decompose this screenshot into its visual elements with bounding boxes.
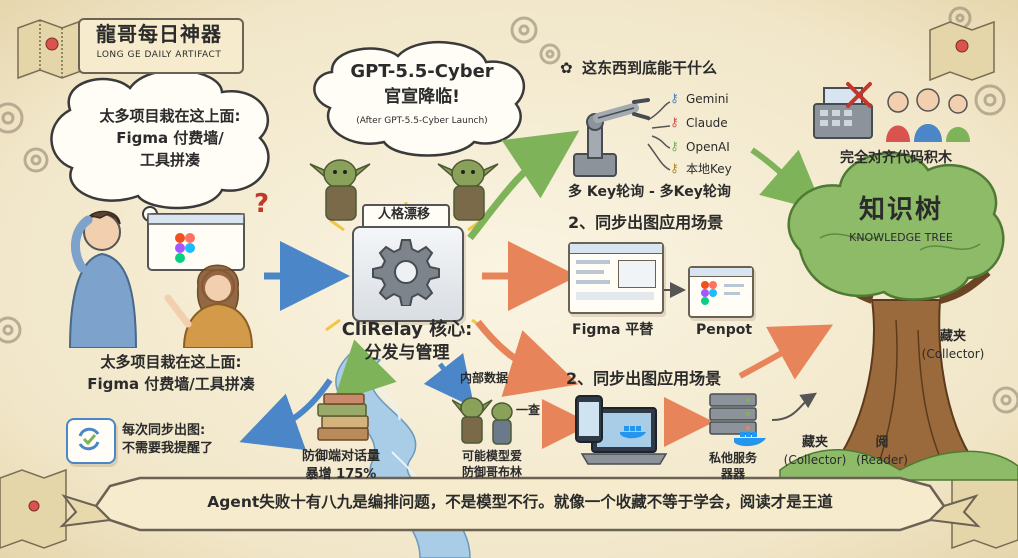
key-label-openai: OpenAI: [686, 140, 730, 154]
gear-icon: [372, 239, 440, 306]
sync-reminder-badge: [66, 418, 116, 464]
bubble-left-line-2: Figma 付费墙/: [116, 129, 224, 147]
bubble-center-title: GPT-5.5-Cyber: [350, 61, 494, 82]
collector-right-sublabel: (Collector): [921, 347, 985, 361]
sync-heading-top: 2、同步出图应用场景: [568, 213, 724, 232]
brand-title: 龍哥每日神器: [96, 22, 222, 46]
tree-title: 知识树: [858, 195, 943, 225]
check-label: 一查: [516, 403, 541, 417]
register-family-illustration: [813, 82, 970, 142]
penpot-label: Penpot: [696, 322, 753, 338]
collector-bottom-sublabel: (Collector): [783, 453, 847, 467]
server-rack-illustration: [709, 393, 766, 447]
key-label-claude: Claude: [686, 116, 728, 130]
docker-whale-icon: [620, 426, 646, 439]
bottom-banner-text: Agent失败十有八九是编排问题，不是模型不行。就像一个收藏不等于学会，阅读才是…: [207, 493, 833, 511]
core-subtitle: 分发与管理: [364, 343, 450, 363]
core-title: CliRelay 核心:: [341, 319, 473, 340]
collector-bottom-label: 藏夹: [801, 435, 828, 450]
reader-label: 阅: [875, 435, 889, 450]
books-stack-illustration: [317, 393, 369, 441]
people-caption-line-1: 太多项目栽在这上面:: [100, 353, 242, 371]
persona-drift-label: 人格漂移: [377, 207, 430, 222]
bubble-left-line-1: 太多项目栽在这上面:: [99, 107, 241, 125]
figma-alt-label: Figma 平替: [572, 322, 654, 338]
key-icon-gemini: ⚷: [670, 91, 679, 105]
sync-reminder-line-1: 每次同步出图:: [122, 423, 206, 438]
bubble-left-line-3: 工具拼凑: [139, 151, 200, 169]
penpot-window: [688, 266, 754, 318]
collector-right-label: 藏夹: [939, 329, 966, 344]
multi-key-caption: 多 Key轮询 - 多Key轮询: [568, 184, 731, 200]
sync-heading-bottom: 2、同步出图应用场景: [566, 369, 722, 388]
defense-caption-line-1: 防御端对话量: [301, 449, 380, 464]
question-flower-icon: ✿: [560, 59, 573, 77]
key-icon-openai: ⚷: [670, 139, 679, 153]
lego-caption: 完全对齐代码积木: [840, 150, 952, 166]
goblins-reading-illustration: [452, 397, 513, 445]
tree-subtitle: KNOWLEDGE TREE: [849, 231, 953, 244]
bubble-center-note: (After GPT-5.5-Cyber Launch): [356, 116, 488, 126]
confused-people-illustration: ?: [68, 189, 269, 348]
brand-plaque: [78, 18, 244, 74]
sync-check-icon: [78, 427, 100, 451]
private-server-line-1: 私他服务: [708, 451, 757, 465]
model-love-line-1: 可能模型爱: [461, 449, 522, 463]
svg-text:?: ?: [254, 189, 269, 219]
model-love-line-2: 防御哥布林: [461, 465, 522, 479]
internal-data-label: 内部数据: [460, 371, 509, 385]
figma-alt-window: [568, 242, 664, 314]
robot-arm-illustration: [573, 98, 650, 177]
key-label-gemini: Gemini: [686, 92, 729, 106]
defense-caption-line-2: 暴增 175%: [305, 467, 377, 482]
reader-sublabel: (Reader): [856, 453, 908, 467]
devices-illustration: [575, 395, 668, 465]
penpot-icon: [701, 281, 717, 305]
people-caption-line-2: Figma 付费墙/工具拼凑: [87, 375, 255, 393]
brand-subtitle: LONG GE DAILY ARTIFACT: [96, 50, 222, 60]
key-icon-claude: ⚷: [670, 115, 679, 129]
key-label-local: 本地Key: [686, 162, 732, 176]
key-icon-local: ⚷: [670, 161, 679, 175]
bubble-center-subtitle: 官宣降临!: [384, 87, 460, 107]
docker-whale-icon: [734, 432, 766, 447]
goblins-illustration: [309, 159, 499, 221]
private-server-line-2: 器器: [720, 467, 745, 481]
figma-icon: [175, 233, 195, 263]
question-title: 这东西到底能干什么: [582, 59, 718, 77]
sync-reminder-line-2: 不需要我提醒了: [122, 441, 214, 456]
